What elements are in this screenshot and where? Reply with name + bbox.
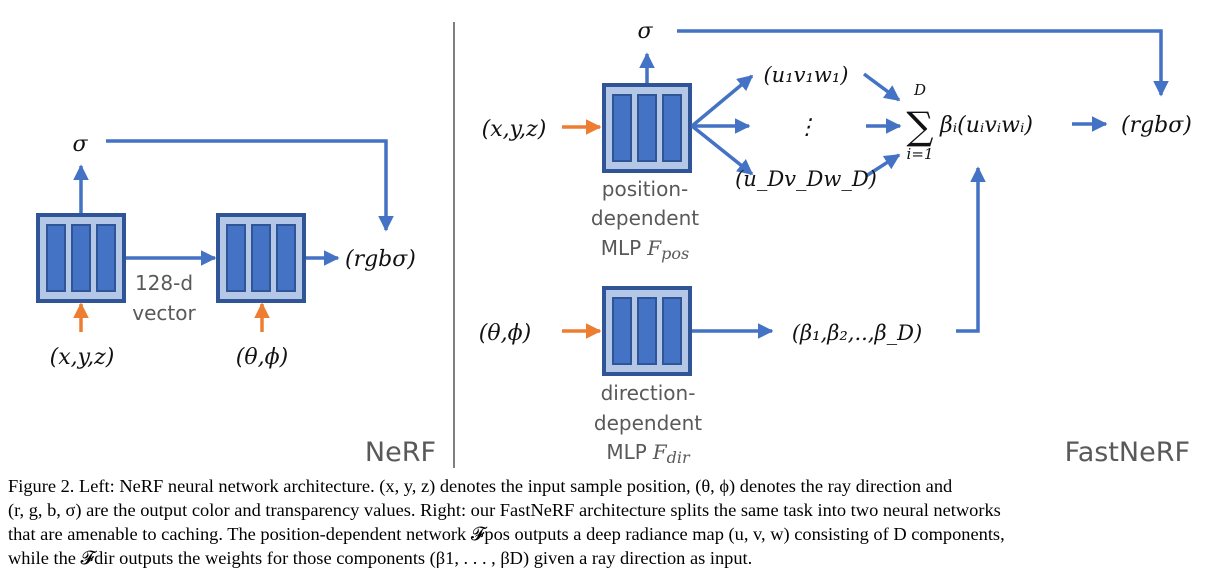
pos-mlp-sub: pos — [661, 244, 689, 263]
dir-mlp-word: MLP — [606, 440, 646, 464]
caption-line-1: Figure 2. Left: NeRF neural network arch… — [8, 476, 953, 496]
fast-arrow-uvwD-to-sum — [865, 153, 901, 178]
pos-mlp-symbol: F — [646, 236, 662, 260]
caption-line-3: that are amenable to caching. The positi… — [8, 524, 1005, 544]
pos-mlp-word: MLP — [601, 236, 641, 260]
architecture-diagram: σ (rgbσ) (x,y,z) (θ,ϕ) 128-d vector NeRF… — [36, 19, 1192, 468]
nerf-arrow-sigma-to-rgb — [106, 139, 394, 232]
sum-symbol: ∑ — [906, 104, 933, 148]
nerf-vector-label-1: 128-d — [135, 271, 193, 295]
nerf-dir-label: (θ,ϕ) — [236, 345, 288, 370]
nerf-sigma-label: σ — [72, 132, 88, 157]
uvw1-label: (u₁v₁w₁) — [763, 63, 848, 87]
dir-mlp-label-2: dependent — [594, 411, 702, 435]
nerf-mlp-1 — [36, 213, 126, 303]
pos-mlp-label-1: position- — [602, 177, 688, 201]
fast-dir-label: (θ,ϕ) — [479, 321, 531, 346]
uvw-dots: ⋮ — [796, 115, 818, 140]
sum-lower-limit: i=1 — [907, 145, 934, 163]
nerf-vector-label-2: vector — [132, 301, 196, 325]
nerf-xyz-label: (x,y,z) — [50, 345, 115, 370]
sum-upper-limit: D — [913, 81, 926, 99]
fast-xyz-label: (x,y,z) — [482, 117, 547, 142]
nerf-mlp-2 — [216, 213, 306, 303]
caption-line-4: while the 𝓕dir outputs the weights for t… — [8, 548, 753, 568]
nerf-rgb-label: (rgbσ) — [345, 247, 416, 272]
figure-caption: Figure 2. Left: NeRF neural network arch… — [8, 474, 1214, 570]
fast-arrow-uvw1 — [690, 74, 754, 128]
fastnerf-dir-mlp — [602, 286, 692, 376]
fastnerf-title: FastNeRF — [1065, 437, 1190, 468]
sum-expression: βᵢ(uᵢvᵢwᵢ) — [939, 113, 1033, 138]
dir-mlp-label-1: direction- — [601, 381, 696, 405]
fast-arrow-betas-to-sum — [956, 166, 986, 333]
betas-label: (β₁,β₂,..,β_D) — [792, 321, 922, 345]
fast-arrow-uvwD — [690, 124, 754, 176]
fast-arrow-uvw1-to-sum — [862, 72, 901, 102]
fastnerf-pos-mlp — [602, 83, 692, 173]
pos-mlp-label-2: dependent — [591, 206, 699, 230]
fast-sigma-label: σ — [637, 19, 653, 44]
fast-arrow-sigma-to-rgb — [677, 29, 1169, 97]
uvwD-label: (u_Dv_Dw_D) — [735, 167, 877, 191]
dir-mlp-symbol: F — [652, 440, 668, 464]
dir-mlp-sub: dir — [667, 448, 691, 467]
fast-rgb-label: (rgbσ) — [1121, 113, 1192, 138]
nerf-title: NeRF — [365, 437, 436, 468]
caption-line-2: (r, g, b, σ) are the output color and tr… — [8, 500, 1001, 520]
